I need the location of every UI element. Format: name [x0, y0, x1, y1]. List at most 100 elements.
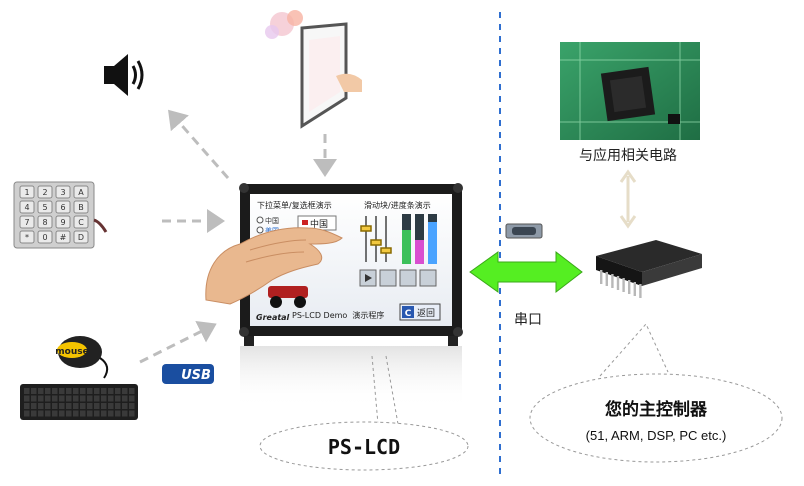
keypad-key-label: D — [78, 233, 84, 242]
keyboard-key — [52, 388, 58, 394]
keyboard-key — [80, 403, 86, 409]
keyboard-key — [115, 395, 121, 402]
chip-pin — [639, 284, 642, 298]
mcu-chip-icon — [596, 240, 702, 298]
keypad-key — [37, 230, 53, 244]
keyboard-key — [73, 403, 79, 409]
serial-arrow — [469, 250, 583, 294]
keyboard-key — [66, 395, 72, 402]
keyboard-key — [59, 395, 65, 402]
keypad-key — [73, 200, 89, 214]
hand-icon — [205, 227, 343, 305]
keyboard-key — [38, 410, 44, 417]
keyboard-key — [101, 410, 107, 417]
keyboard-key — [108, 403, 114, 409]
chip-pin — [628, 280, 631, 294]
keyboard-key — [45, 388, 51, 394]
keypad-key-label: C — [78, 218, 84, 227]
keypad-key — [37, 215, 53, 229]
keyboard-key — [45, 395, 51, 402]
keypad-key — [37, 200, 53, 214]
keyboard-key — [45, 410, 51, 417]
lcd-reflection — [240, 346, 462, 408]
keyboard-key — [66, 403, 72, 409]
lcd-progress-bars — [402, 214, 437, 264]
keyboard-key — [59, 410, 65, 417]
lcd-sliders[interactable] — [360, 216, 392, 262]
keyboard-key — [94, 410, 100, 417]
keyboard-key — [94, 395, 100, 402]
keyboard-key — [73, 410, 79, 417]
keyboard-key — [87, 410, 93, 417]
keyboard-key — [87, 403, 93, 409]
circuit-board-icon — [560, 42, 700, 140]
keypad-key-label: * — [25, 233, 29, 242]
keyboard-key — [24, 388, 30, 394]
chip-pin — [633, 282, 636, 296]
radio-china[interactable] — [256, 216, 264, 224]
keyboard-key — [38, 403, 44, 409]
keyboard-key — [80, 395, 86, 402]
lcd-caption: PS-LCD — [328, 435, 400, 459]
keyboard-key — [73, 388, 79, 394]
lcd-demo-text: PS-LCD Demo 演示程序 — [292, 310, 384, 320]
keypad-key-label: 7 — [24, 218, 29, 227]
keyboard-key — [122, 403, 128, 409]
keyboard-key — [129, 410, 135, 417]
svg-text:C: C — [405, 309, 412, 319]
keypad-key — [19, 185, 35, 199]
touch-display-icon — [265, 10, 362, 129]
keypad-key — [73, 215, 89, 229]
keypad-key — [19, 230, 35, 244]
chip-pin — [616, 276, 620, 290]
keypad-key-label: 8 — [42, 218, 47, 227]
keyboard-key — [38, 395, 44, 402]
chip-pin — [605, 272, 608, 286]
mouse-label: mouse — [55, 347, 88, 357]
keyboard-key — [87, 395, 93, 402]
keyboard-key — [45, 403, 51, 409]
keypad-key-label: A — [78, 188, 84, 197]
back-button-label: 返回 — [417, 307, 435, 319]
lcd-logo: Greatal — [256, 313, 290, 322]
keyboard-key — [31, 410, 37, 417]
keypad-key-label: 1 — [24, 188, 29, 197]
mcu-title: 您的主控制器 — [605, 399, 708, 420]
arrow-from-mouse — [139, 320, 217, 364]
keyboard-key — [129, 403, 135, 409]
radio-us[interactable] — [256, 226, 264, 234]
keypad-key — [55, 185, 71, 199]
keyboard-icon — [20, 384, 138, 420]
keyboard-key — [52, 403, 58, 409]
lcd-menu-title: 下拉菜单/复选框演示 — [257, 200, 332, 210]
lcd-module: 下拉菜单/复选框演示 滑动块/进度条演示 中国 美国 中国 — [205, 183, 463, 408]
lcd-icon-buttons[interactable] — [359, 269, 437, 287]
keypad-key — [37, 185, 53, 199]
lcd-slider-title: 滑动块/进度条演示 — [364, 200, 431, 210]
keyboard-key — [115, 410, 121, 417]
keyboard-key — [115, 388, 121, 394]
lcd-back-button[interactable]: C 返回 — [399, 303, 441, 321]
mcu-subtitle: (51, ARM, DSP, PC etc.) — [586, 428, 727, 443]
dropdown-box[interactable]: 中国 — [297, 215, 337, 231]
input-arrows — [139, 109, 337, 364]
keypad-key — [73, 185, 89, 199]
keyboard-key — [24, 395, 30, 402]
keypad-key-label: 2 — [42, 188, 47, 197]
keypad-key-label: 0 — [42, 233, 47, 242]
keypad-key-label: 9 — [60, 218, 65, 227]
keypad-key — [19, 200, 35, 214]
keyboard-key — [122, 410, 128, 417]
lcd-car-image — [268, 286, 308, 308]
option-china-label: 中国 — [265, 216, 279, 225]
chip-pin — [622, 278, 625, 292]
keypad-key-label: 5 — [42, 203, 47, 212]
circuit-link-arrow — [619, 169, 637, 229]
keypad-key-label: # — [60, 233, 67, 242]
dropdown-value: 中国 — [310, 218, 328, 230]
keyboard-key — [94, 403, 100, 409]
usb-label: USB — [181, 368, 211, 383]
mcu-bubble: 您的主控制器 (51, ARM, DSP, PC etc.) — [529, 323, 783, 463]
option-us-label: 美国 — [265, 226, 279, 235]
